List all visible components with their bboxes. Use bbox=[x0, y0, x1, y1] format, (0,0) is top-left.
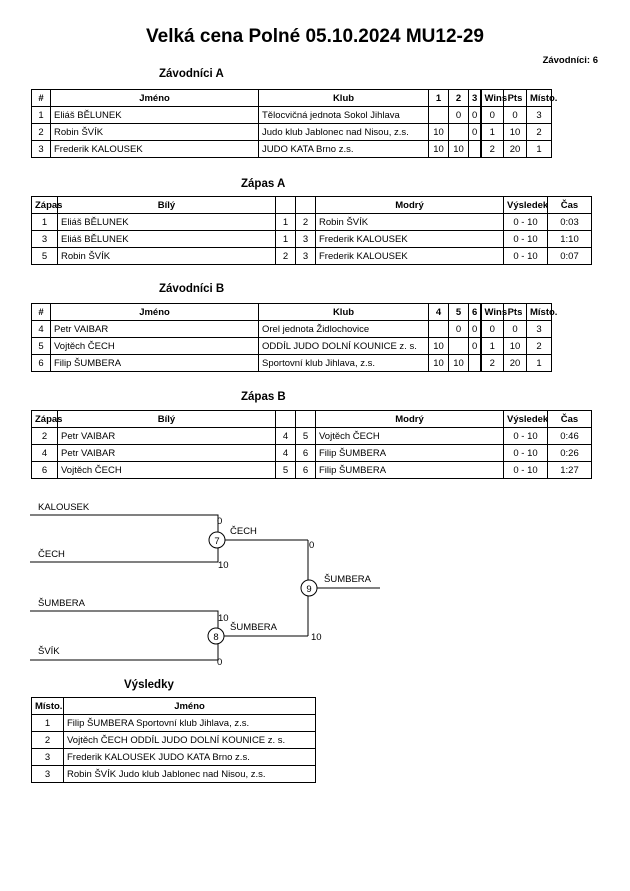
table-row: 3 Frederik KALOUSEK JUDO KATA Brno z.s. … bbox=[31, 140, 552, 158]
match-7-node bbox=[208, 531, 226, 549]
cell: 2 bbox=[480, 354, 504, 372]
m7-winner: ČECH bbox=[230, 526, 257, 537]
table-row: 1 Eliáš BĚLUNEK 1 2 Robin ŠVÍK 0 - 10 0:… bbox=[31, 213, 592, 231]
table-row: 6 Vojtěch ČECH 5 6 Filip ŠUMBERA 0 - 10 … bbox=[31, 461, 592, 479]
cell bbox=[468, 354, 482, 372]
cell bbox=[468, 140, 482, 158]
col-header: Místo. bbox=[31, 697, 64, 715]
results-header-row: Místo. Jméno bbox=[31, 697, 316, 715]
m7-top-name: KALOUSEK bbox=[38, 502, 90, 513]
matches-b-heading: Zápas B bbox=[241, 391, 286, 403]
cell: 1:27 bbox=[547, 461, 592, 479]
col-header: Výsledek bbox=[503, 410, 548, 428]
cell: Frederik KALOUSEK JUDO KATA Brno z.s. bbox=[63, 748, 316, 766]
table-row: 3 Frederik KALOUSEK JUDO KATA Brno z.s. bbox=[31, 748, 316, 766]
match-8-node bbox=[207, 627, 225, 645]
table-row: 3 Robin ŠVÍK Judo klub Jablonec nad Niso… bbox=[31, 765, 316, 783]
pool-b-table: # Jméno Klub 4 5 6 Wins Pts Místo. 4 Pet… bbox=[31, 303, 557, 372]
table-row: 6 Filip ŠUMBERA Sportovní klub Jihlava, … bbox=[31, 354, 552, 372]
cell: 3 bbox=[31, 765, 64, 783]
results-heading: Výsledky bbox=[124, 679, 174, 691]
m7-bottom-name: ČECH bbox=[38, 549, 65, 560]
matches-b-header-row: Zápas Bílý Modrý Výsledek Čas bbox=[31, 410, 592, 428]
m7-bottom-score: 10 bbox=[218, 560, 229, 571]
cell: 20 bbox=[503, 354, 527, 372]
m9-winner: ŠUMBERA bbox=[324, 574, 372, 585]
col-header: Výsledek bbox=[503, 196, 548, 214]
results-table: Místo. Jméno 1 Filip ŠUMBERA Sportovní k… bbox=[31, 697, 316, 783]
cell: 6 bbox=[31, 354, 51, 372]
match-9-number: 9 bbox=[306, 584, 311, 595]
matches-a-header-row: Zápas Bílý Modrý Výsledek Čas bbox=[31, 196, 592, 214]
table-row: 5 Robin ŠVÍK 2 3 Frederik KALOUSEK 0 - 1… bbox=[31, 247, 592, 265]
cell: 1 bbox=[526, 140, 552, 158]
cell: 0 - 10 bbox=[503, 247, 548, 265]
cell: 1 bbox=[526, 354, 552, 372]
table-row: 1 Filip ŠUMBERA Sportovní klub Jihlava, … bbox=[31, 714, 316, 732]
cell: Sportovní klub Jihlava, z.s. bbox=[258, 354, 429, 372]
cell: JUDO KATA Brno z.s. bbox=[258, 140, 429, 158]
cell: 1 bbox=[31, 714, 64, 732]
col-header: Jméno bbox=[63, 697, 316, 715]
cell: 0 bbox=[468, 106, 482, 124]
cell: Filip ŠUMBERA bbox=[315, 461, 504, 479]
m8-top-score: 10 bbox=[218, 613, 229, 624]
table-row: 2 Vojtěch ČECH ODDÍL JUDO DOLNÍ KOUNICE … bbox=[31, 731, 316, 749]
m8-bottom-name: ŠVÍK bbox=[38, 646, 60, 657]
matches-b-table: Zápas Bílý Modrý Výsledek Čas 2 Petr VAI… bbox=[31, 410, 592, 479]
cell: Vojtěch ČECH ODDÍL JUDO DOLNÍ KOUNICE z.… bbox=[63, 731, 316, 749]
m8-winner: ŠUMBERA bbox=[230, 622, 278, 633]
pool-b-heading: Závodníci B bbox=[159, 283, 225, 295]
table-row: 3 Eliáš BĚLUNEK 1 3 Frederik KALOUSEK 0 … bbox=[31, 230, 592, 248]
page-title: Velká cena Polné 05.10.2024 MU12-29 bbox=[146, 26, 484, 47]
cell: 3 bbox=[31, 748, 64, 766]
pool-a-table: # Jméno Klub 1 2 3 Wins Pts Místo. 1 Eli… bbox=[31, 89, 557, 158]
match-9-node bbox=[300, 579, 318, 597]
competitor-count: Závodníci: 6 bbox=[542, 55, 598, 66]
cell: Robin ŠVÍK Judo klub Jablonec nad Nisou,… bbox=[63, 765, 316, 783]
m8-bottom-score: 0 bbox=[217, 657, 222, 668]
match-8-number: 8 bbox=[213, 632, 218, 643]
cell: 0:07 bbox=[547, 247, 592, 265]
pool-a-heading: Závodníci A bbox=[159, 68, 224, 80]
matches-a-heading: Zápas A bbox=[241, 178, 286, 190]
table-row: 2 Petr VAIBAR 4 5 Vojtěch ČECH 0 - 10 0:… bbox=[31, 427, 592, 445]
cell: 2 bbox=[31, 731, 64, 749]
m7-top-score: 0 bbox=[217, 516, 222, 527]
match-7-number: 7 bbox=[214, 536, 219, 547]
cell: Filip ŠUMBERA Sportovní klub Jihlava, z.… bbox=[63, 714, 316, 732]
cell: Frederik KALOUSEK bbox=[50, 140, 259, 158]
m9-top-score: 0 bbox=[309, 540, 314, 551]
m9-bottom-score: 10 bbox=[311, 632, 322, 643]
table-row: 4 Petr VAIBAR 4 6 Filip ŠUMBERA 0 - 10 0… bbox=[31, 444, 592, 462]
m8-top-name: ŠUMBERA bbox=[38, 598, 86, 609]
matches-a-table: Zápas Bílý Modrý Výsledek Čas 1 Eliáš BĚ… bbox=[31, 196, 592, 265]
